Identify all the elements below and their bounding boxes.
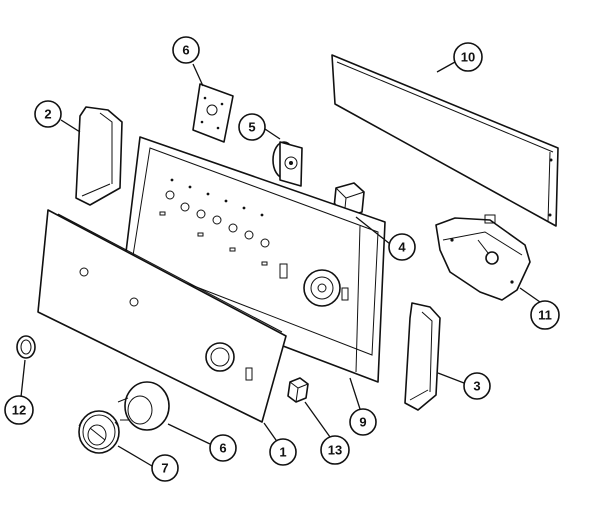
console-buttons bbox=[159, 178, 288, 279]
part-timer bbox=[435, 214, 531, 301]
callout: 2 bbox=[34, 100, 81, 133]
callout-label: 13 bbox=[328, 443, 342, 458]
part-front-panel bbox=[37, 209, 287, 423]
callout-label: 12 bbox=[12, 403, 26, 418]
callout: 12 bbox=[4, 359, 34, 425]
part-left-end-cap bbox=[75, 106, 123, 206]
part-right-end-cap bbox=[404, 302, 441, 411]
callout-label: 6 bbox=[219, 441, 226, 456]
callout: 4 bbox=[355, 216, 416, 261]
callout-label: 2 bbox=[44, 107, 51, 122]
callout-label: 6 bbox=[182, 43, 189, 58]
callout-label: 4 bbox=[398, 240, 406, 255]
callout: 7 bbox=[117, 445, 179, 482]
callout: 9 bbox=[349, 377, 377, 436]
callout-label: 10 bbox=[461, 50, 475, 65]
callout: 6 bbox=[167, 423, 237, 462]
part-knob-skirt bbox=[117, 381, 170, 431]
callout: 5 bbox=[238, 113, 281, 141]
part-bracket bbox=[192, 83, 234, 143]
callout-label: 1 bbox=[279, 445, 286, 460]
callout-label: 9 bbox=[359, 415, 366, 430]
callout-label: 3 bbox=[473, 379, 480, 394]
part-small-knob bbox=[16, 335, 36, 359]
part-clip bbox=[287, 377, 309, 403]
callout: 6 bbox=[172, 36, 204, 87]
callout: 1 bbox=[263, 422, 297, 466]
callout: 10 bbox=[436, 42, 483, 73]
console-dial bbox=[303, 269, 349, 307]
callout: 3 bbox=[437, 372, 491, 400]
part-knob bbox=[78, 410, 120, 454]
part-back-panel bbox=[331, 54, 559, 227]
callout-label: 5 bbox=[248, 120, 255, 135]
callout-label: 7 bbox=[161, 461, 168, 476]
callout: 11 bbox=[519, 287, 560, 330]
callout: 13 bbox=[304, 401, 350, 465]
callout-label: 11 bbox=[538, 308, 552, 323]
part-knob-mount bbox=[272, 141, 303, 187]
part-control-console bbox=[121, 136, 386, 383]
